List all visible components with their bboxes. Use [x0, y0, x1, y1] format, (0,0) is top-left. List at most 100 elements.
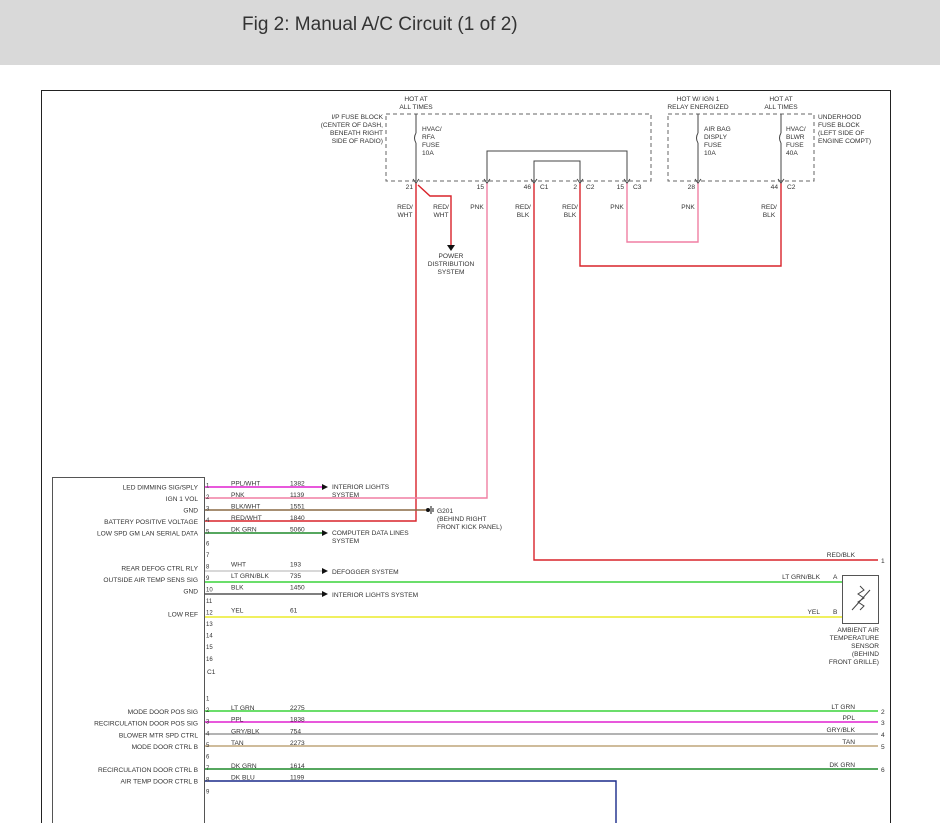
pin-caret: [623, 178, 631, 184]
power-distribution-label: POWER: [439, 253, 464, 260]
wire-red-wht-power-dist: [417, 184, 452, 245]
pin-caret: [412, 178, 420, 184]
module-pin-function: LOW SPD GM LAN SERIAL DATA: [97, 531, 199, 538]
circuit-number: 193: [290, 561, 301, 568]
wire-color: TAN: [231, 740, 244, 747]
module-pin-number: 8: [206, 778, 210, 784]
module-pin-function: RECIRCULATION DOOR POS SIG: [94, 721, 198, 728]
connector-label: C3: [633, 184, 642, 191]
wire-color-label: RED/: [761, 204, 777, 211]
circuit-number: 735: [290, 573, 301, 580]
pin-number: 15: [617, 184, 625, 191]
fuse-label: RFA: [422, 134, 435, 141]
wire-color-label: RED/: [397, 204, 413, 211]
connector-pin: B: [833, 609, 838, 616]
module-pin-function: LED DIMMING SIG/SPLY: [123, 485, 199, 492]
fuse-label: AIR BAG: [704, 126, 731, 133]
ground-location-label: (BEHIND RIGHT: [437, 516, 486, 523]
module-pin-number: 16: [206, 657, 213, 663]
wire-color-label: RED/BLK: [827, 552, 856, 559]
module-pin-number: 5: [206, 530, 210, 536]
module-pin-number: 5: [206, 743, 210, 749]
module-pin-number: 2: [206, 708, 210, 714]
circuit-number: 754: [290, 728, 301, 735]
wire-color-label: GRY/BLK: [827, 727, 856, 734]
connector-pin: 5: [881, 744, 885, 751]
wire-color-label: WHT: [397, 212, 412, 219]
arrow-defogger-icon: [322, 568, 328, 574]
power-distribution-label: DISTRIBUTION: [428, 261, 475, 268]
module-pin-number: 1: [206, 697, 210, 703]
circuit-number: 61: [290, 608, 298, 615]
module-pin-function: IGN 1 VOL: [166, 496, 199, 503]
module-pin-function: RECIRCULATION DOOR CTRL B: [98, 767, 199, 774]
underhood-fuse-block-label: UNDERHOOD: [818, 114, 861, 121]
wire-color: BLK/WHT: [231, 504, 260, 511]
pin-number: 44: [771, 184, 779, 191]
ambient-air-sensor-box: [842, 575, 879, 624]
ip-fuse-block: [385, 113, 652, 182]
underhood-fuse-block-label: (LEFT SIDE OF: [818, 130, 864, 137]
ground-symbol-icon: [430, 506, 434, 514]
ground-location-label: G201: [437, 508, 453, 515]
destination-label: DEFOGGER SYSTEM: [332, 569, 399, 576]
module-pin-function: REAR DEFOG CTRL RLY: [121, 565, 198, 572]
pin-caret: [530, 178, 538, 184]
connector-label: C2: [787, 184, 796, 191]
module-pin-function: BATTERY POSITIVE VOLTAGE: [104, 519, 199, 526]
wire-color-label: RED/: [433, 204, 449, 211]
module-pin-number: 11: [206, 599, 213, 605]
module-pin-number: 3: [206, 507, 210, 513]
wire-color: DK GRN: [231, 527, 257, 534]
arrow-interior-lights-2-icon: [322, 591, 328, 597]
wire-color: YEL: [231, 608, 244, 615]
sensor-label: SENSOR: [851, 643, 879, 650]
wire-color-label: PNK: [610, 204, 624, 211]
pin-number: 2: [573, 184, 577, 191]
wire-color: PPL: [231, 717, 244, 724]
fuse-label: FUSE: [786, 142, 804, 149]
pin-number: 21: [406, 184, 414, 191]
destination-label: INTERIOR LIGHTS: [332, 484, 390, 491]
wire-red-blk-c1: [533, 183, 878, 561]
module-pin-function: OUTSIDE AIR TEMP SENS SIG: [103, 577, 198, 584]
sensor-label: TEMPERATURE: [830, 635, 880, 642]
connector-pin: A: [833, 574, 838, 581]
module-pin-number: 14: [206, 634, 213, 640]
wire-pnk-ign: [205, 183, 488, 499]
circuit-number: 1614: [290, 763, 305, 770]
wires: [205, 183, 878, 823]
ip-fuse-block-label: I/P FUSE BLOCK: [331, 114, 383, 121]
hot-ign-label: HOT W/ IGN 1: [677, 96, 720, 103]
header-bar: Fig 2: Manual A/C Circuit (1 of 2): [0, 0, 940, 65]
wire-color: LT GRN/BLK: [231, 573, 269, 580]
wire-color: BLK: [231, 584, 244, 591]
fuse-label: BLWR: [786, 134, 805, 141]
connector-c1-label: C1: [207, 669, 216, 676]
pin-number: 28: [688, 184, 696, 191]
hot-all-times-label: HOT AT: [769, 96, 792, 103]
hot-all-times-label: ALL TIMES: [399, 104, 433, 111]
hot-all-times-label: ALL TIMES: [764, 104, 798, 111]
wire-color: PPL/WHT: [231, 481, 260, 488]
pin-caret: [576, 178, 584, 184]
module-pin-number: 4: [206, 518, 210, 524]
wire-color: WHT: [231, 561, 246, 568]
circuit-number: 1382: [290, 481, 305, 488]
module-pin-number: 7: [206, 553, 210, 559]
wire-color-label: BLK: [517, 212, 530, 219]
connector-pin: 4: [881, 732, 885, 739]
fuse-label: 10A: [704, 150, 716, 157]
ip-fuse-block-label: BENEATH RIGHT: [330, 130, 383, 137]
underhood-fuse-block-label: FUSE BLOCK: [818, 122, 860, 129]
module-pin-number: 13: [206, 622, 213, 628]
wire-pnk-c3: [626, 183, 699, 243]
module-pin-number: 6: [206, 755, 210, 761]
ground-g201-icon: [426, 508, 430, 512]
wire-color: DK BLU: [231, 775, 255, 782]
circuit-number: 2275: [290, 705, 305, 712]
connector-pin: 6: [881, 767, 885, 774]
power-distribution-label: SYSTEM: [437, 269, 464, 276]
wire-color-label: PNK: [681, 204, 695, 211]
